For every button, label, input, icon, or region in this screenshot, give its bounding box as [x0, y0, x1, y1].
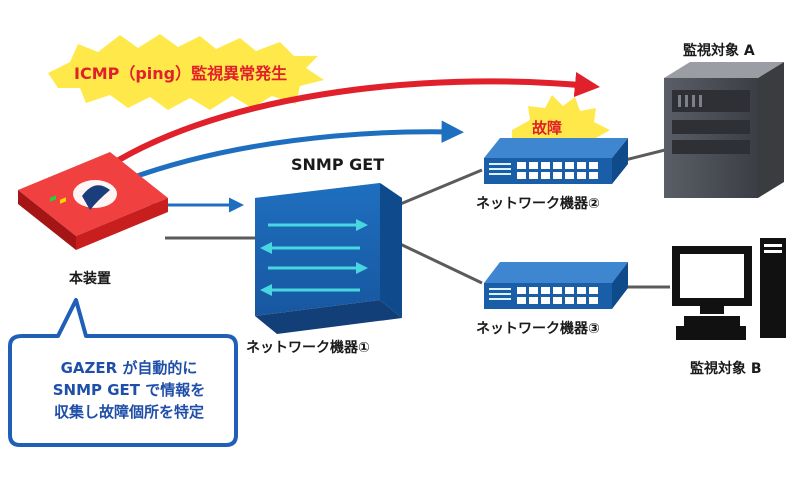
- network-device-2-icon: [484, 138, 628, 184]
- network-device-3-icon: [484, 262, 628, 309]
- icmp-alert-burst: [48, 34, 324, 110]
- callout-bubble: [8, 298, 238, 447]
- target-b-label: 監視対象 B: [690, 361, 762, 377]
- target-a-label: 監視対象 A: [683, 43, 755, 59]
- link-switch1-switch2: [397, 168, 483, 207]
- network-device-3-label: ネットワーク機器③: [476, 321, 600, 337]
- link-switch1-switch3: [397, 241, 483, 285]
- callout-line: GAZER が自動的に: [60, 359, 198, 377]
- server-icon: [664, 62, 784, 198]
- icmp-arrow-to-target-a: [93, 72, 601, 178]
- failure-label: 故障: [532, 119, 563, 137]
- connections: [165, 148, 670, 289]
- main-device-icon: [18, 152, 168, 250]
- failure-burst: [512, 95, 610, 138]
- network-device-1-label: ネットワーク機器①: [246, 340, 370, 356]
- callout-line: SNMP GET で情報を: [52, 381, 206, 399]
- callout-text: GAZER が自動的に SNMP GET で情報を 収集し故障個所を特定: [22, 357, 236, 423]
- callout-line: 収集し故障個所を特定: [53, 403, 204, 421]
- snmp-arrow-to-switch2: [117, 120, 464, 186]
- link-switch2-target-a: [624, 148, 666, 162]
- desktop-pc-icon: [672, 238, 786, 340]
- network-device-2-label: ネットワーク機器②: [476, 196, 600, 212]
- device-self-label: 本装置: [69, 271, 111, 287]
- icmp-alert-label: ICMP（ping）監視異常発生: [74, 64, 288, 83]
- network-device-1-icon: [255, 183, 402, 334]
- snmp-get-label: SNMP GET: [291, 155, 385, 174]
